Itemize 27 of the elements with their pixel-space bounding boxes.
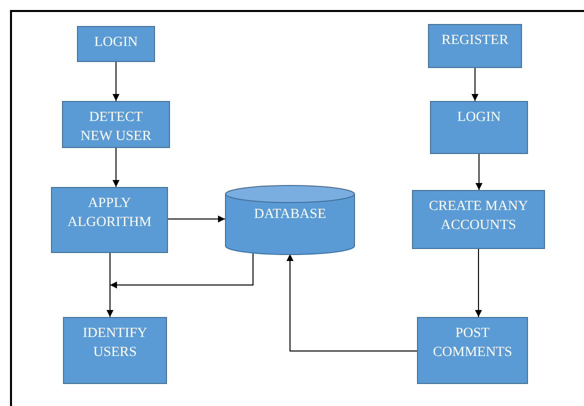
- process-box: [417, 317, 528, 384]
- node-label: LOGIN: [94, 34, 138, 52]
- node-label: POST COMMENTS: [432, 325, 514, 362]
- node-label: REGISTER: [442, 32, 508, 50]
- arrow: [112, 62, 120, 102]
- node-label: DETECT NEW USER: [80, 109, 152, 146]
- process-box: [51, 187, 168, 253]
- node-label: CREATE MANY ACCOUNTS: [428, 198, 530, 235]
- arrow: [475, 248, 482, 318]
- process-box: [62, 101, 170, 148]
- arrow: [286, 254, 418, 352]
- node-label: LOGIN: [457, 109, 501, 127]
- node-label: DATABASE: [254, 206, 326, 224]
- arrow: [106, 252, 114, 318]
- node-label: IDENTIFY USERS: [82, 325, 148, 362]
- arrow: [472, 68, 478, 102]
- database-cylinder: [225, 185, 355, 255]
- arrow: [476, 154, 482, 190]
- process-box: [77, 26, 155, 62]
- process-box: [412, 190, 545, 249]
- arrow: [112, 148, 120, 188]
- arrow: [110, 252, 254, 288]
- process-box: [430, 101, 528, 154]
- process-box: [63, 317, 167, 384]
- process-box: [428, 24, 522, 68]
- node-label: APPLY ALGORITHM: [66, 195, 152, 232]
- arrow: [168, 216, 226, 222]
